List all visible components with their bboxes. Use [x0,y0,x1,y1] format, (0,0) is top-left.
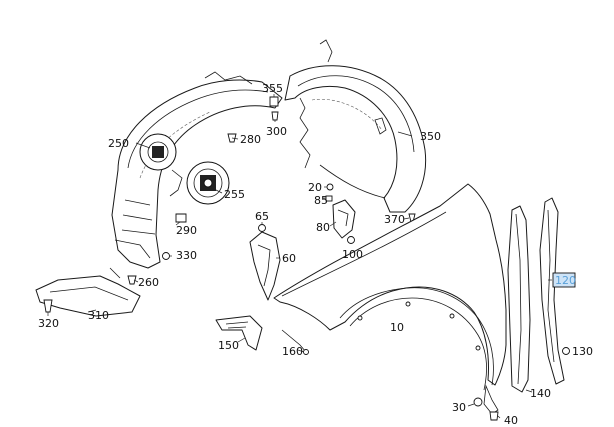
clip-130[interactable] [562,347,570,355]
strip-140[interactable] [507,205,531,393]
part-labels: 250 280 355 300 350 255 20 85 80 100 370… [38,82,593,427]
clip-65[interactable] [258,224,266,232]
label-80[interactable]: 80 [316,221,330,234]
clip-260[interactable] [127,275,137,285]
label-150[interactable]: 150 [218,339,239,352]
label-130[interactable]: 130 [572,345,593,358]
label-260[interactable]: 260 [138,276,159,289]
clip-20[interactable] [326,183,334,191]
label-120[interactable]: 120 [555,274,576,287]
leader-lines [47,94,552,419]
label-140[interactable]: 140 [530,387,551,400]
label-320[interactable]: 320 [38,317,59,330]
clip-355[interactable] [269,96,279,107]
label-20[interactable]: 20 [308,181,322,194]
label-300[interactable]: 300 [266,125,287,138]
label-355[interactable]: 355 [262,82,283,95]
clip-330[interactable] [162,252,170,260]
label-310[interactable]: 310 [88,309,109,322]
label-120-highlight [552,272,576,288]
wheel-arch-liner-250[interactable] [111,71,283,269]
label-255[interactable]: 255 [224,188,245,201]
bracket-150[interactable] [215,315,263,351]
label-330[interactable]: 330 [176,249,197,262]
label-160[interactable]: 160 [282,345,303,358]
splash-disc-255[interactable] [186,161,230,205]
label-350[interactable]: 350 [420,130,441,143]
bracket-80[interactable] [332,199,356,239]
trim-120[interactable] [539,197,565,385]
label-40[interactable]: 40 [504,414,518,427]
clip-100[interactable] [347,236,355,244]
label-10[interactable]: 10 [390,321,404,334]
fender-10[interactable] [273,183,507,415]
label-290[interactable]: 290 [176,224,197,237]
label-65[interactable]: 65 [255,210,269,223]
label-250[interactable]: 250 [108,137,129,150]
clip-40[interactable] [489,411,499,421]
bracket-60[interactable] [249,231,281,301]
clip-290[interactable] [175,213,187,223]
label-30[interactable]: 30 [452,401,466,414]
label-85[interactable]: 85 [314,194,328,207]
clip-300[interactable] [271,111,279,121]
rod-160[interactable] [281,329,309,355]
label-280[interactable]: 280 [240,133,261,146]
under-panel-310[interactable] [35,267,141,317]
label-370[interactable]: 370 [384,213,405,226]
wheel-arch-liner-350[interactable] [284,39,427,213]
clip-320[interactable] [43,299,53,313]
label-100[interactable]: 100 [342,248,363,261]
label-60[interactable]: 60 [282,252,296,265]
clip-30[interactable] [473,397,483,407]
clip-85[interactable] [325,195,333,202]
